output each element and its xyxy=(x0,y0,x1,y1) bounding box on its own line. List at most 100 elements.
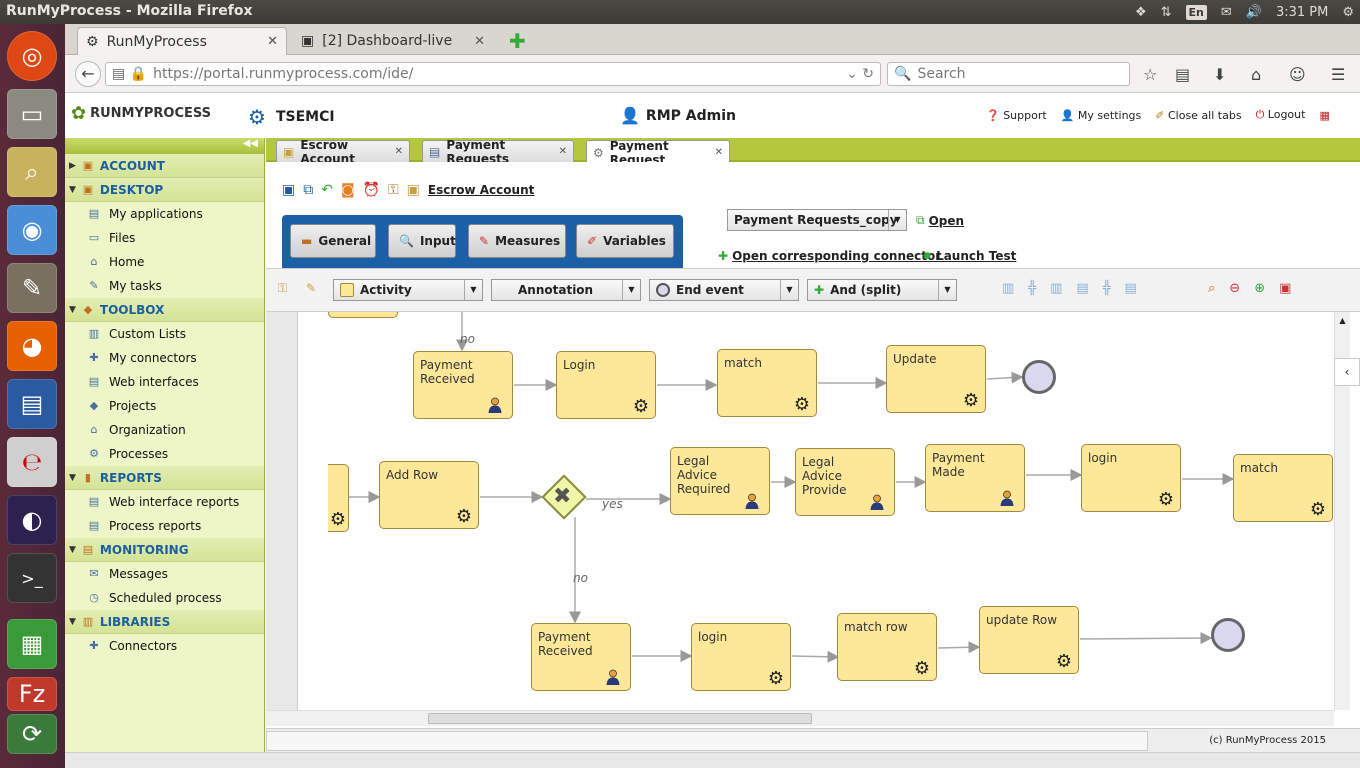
network-icon[interactable]: ⇅ xyxy=(1160,4,1172,20)
align-right-icon[interactable]: ▥ xyxy=(1050,281,1063,296)
activity-node[interactable]: match⚙ xyxy=(717,349,817,417)
close-icon[interactable]: ✕ xyxy=(267,34,278,49)
activity-node[interactable]: match row⚙ xyxy=(837,613,937,681)
image-viewer-icon[interactable]: ⌕ xyxy=(7,147,57,197)
back-icon[interactable]: ← xyxy=(75,61,101,87)
filezilla-icon[interactable]: Fz xyxy=(7,677,57,711)
activity-node-partial[interactable]: ⚙ xyxy=(328,464,349,532)
align-bottom-icon[interactable]: ▤ xyxy=(1124,281,1137,296)
my-settings-link[interactable]: 👤 My settings xyxy=(1060,108,1142,122)
annotation-select[interactable]: Annotation ▼ xyxy=(491,279,641,301)
sidebar-item-scheduled-process[interactable]: ◷Scheduled process xyxy=(65,586,264,610)
activity-node[interactable]: Payment Received xyxy=(413,351,513,419)
sidebar-item-messages[interactable]: ✉Messages xyxy=(65,562,264,586)
sidebar-section-libraries[interactable]: ▼▥LIBRARIES xyxy=(65,610,264,634)
tab-payment-request[interactable]: ⚙ Payment Request ✕ xyxy=(586,139,730,167)
logout-link[interactable]: ⏻ Logout xyxy=(1255,108,1306,121)
edit-icon[interactable]: ✎ xyxy=(306,281,317,295)
save-as-icon[interactable]: ⧉ xyxy=(303,182,314,198)
close-icon[interactable]: ✕ xyxy=(714,147,723,158)
sidebar-section-reports[interactable]: ▼▮REPORTS xyxy=(65,466,264,490)
firefox-icon[interactable]: ◕ xyxy=(7,321,57,371)
key-icon[interactable]: ⚿ xyxy=(388,182,399,198)
close-icon[interactable]: ✕ xyxy=(474,33,485,49)
end-event-select[interactable]: End event ▼ xyxy=(649,279,799,301)
gateway-select[interactable]: ✚ And (split) ▼ xyxy=(807,279,957,301)
chromium-icon[interactable]: ◉ xyxy=(7,205,57,255)
clock[interactable]: 3:31 PM xyxy=(1275,4,1329,20)
process-diagram-canvas[interactable]: ⚙ Payment Received Login⚙ match⚙ Update⚙ Add… xyxy=(266,312,1334,710)
activity-node[interactable]: update Row⚙ xyxy=(979,606,1079,674)
settings-gear-icon[interactable]: ⚙ xyxy=(1342,4,1354,20)
open-connector-link[interactable]: ✚ Open corresponding connector xyxy=(718,249,941,263)
align-center-icon[interactable]: ╬ xyxy=(1028,281,1037,296)
activity-node[interactable]: Payment Received xyxy=(531,623,631,691)
eclipse-icon[interactable]: ◐ xyxy=(7,495,57,545)
key-icon[interactable]: ⚿ xyxy=(278,281,288,295)
reload-icon[interactable]: ⌄ ↻ xyxy=(846,66,874,82)
horizontal-scrollbar[interactable] xyxy=(266,710,1334,726)
expanded-triangle-icon[interactable]: ▼ xyxy=(69,184,76,195)
activity-node[interactable]: login⚙ xyxy=(1081,444,1181,512)
calc-icon[interactable]: ▦ xyxy=(7,619,57,669)
download-icon[interactable]: ⬇ xyxy=(1213,65,1227,84)
align-middle-icon[interactable]: ╬ xyxy=(1102,281,1111,296)
volume-icon[interactable]: 🔊 xyxy=(1245,4,1262,20)
clock-icon[interactable]: ⏰ xyxy=(362,182,380,198)
dropbox-icon[interactable]: ❖ xyxy=(1134,4,1147,20)
home-icon[interactable]: ⌂ xyxy=(1251,65,1262,84)
sidebar-section-toolbox[interactable]: ▼◆TOOLBOX xyxy=(65,298,264,322)
align-top-icon[interactable]: ▤ xyxy=(1076,281,1089,296)
activity-node[interactable]: Add Row⚙ xyxy=(379,461,479,529)
save-icon[interactable]: ▣ xyxy=(282,182,296,198)
sidebar-item-process-reports[interactable]: ▤Process reports xyxy=(65,514,264,538)
files-icon[interactable]: ▭ xyxy=(7,89,57,139)
sidebar-item-my-tasks[interactable]: ✎My tasks xyxy=(65,274,264,298)
activity-node[interactable]: Legal Advice Provide xyxy=(795,448,895,516)
sidebar-item-projects[interactable]: ◆Projects xyxy=(65,394,264,418)
align-left-icon[interactable]: ▥ xyxy=(1002,281,1015,296)
activity-node[interactable]: Legal Advice Required xyxy=(670,447,770,515)
terminal-icon[interactable]: >_ xyxy=(7,553,57,603)
open-link[interactable]: ⧉ Open xyxy=(916,213,964,228)
flag-icon[interactable]: ▦ xyxy=(1319,108,1330,122)
launch-test-link[interactable]: ✹ Launch Test xyxy=(922,249,1016,263)
project-link[interactable]: Escrow Account xyxy=(427,183,535,197)
expanded-triangle-icon[interactable]: ▼ xyxy=(69,544,76,555)
sidebar-item-web-interfaces[interactable]: ▤Web interfaces xyxy=(65,370,264,394)
sidebar-item-custom-lists[interactable]: ▥Custom Lists xyxy=(65,322,264,346)
close-all-tabs-link[interactable]: ✐ Close all tabs xyxy=(1155,108,1242,122)
browser-horizontal-scrollbar[interactable] xyxy=(65,752,1360,768)
sidebar-item-files[interactable]: ▭Files xyxy=(65,226,264,250)
close-icon[interactable]: ✕ xyxy=(558,146,567,157)
sidebar-section-desktop[interactable]: ▼▣DESKTOP xyxy=(65,178,264,202)
search-input[interactable]: 🔍 Search xyxy=(887,62,1130,86)
collapse-sidebar-icon[interactable]: ◀◀ xyxy=(65,138,264,154)
end-event-node[interactable] xyxy=(1022,360,1056,394)
document-viewer-icon[interactable]: ℮ xyxy=(7,437,57,487)
sidebar-item-my-applications[interactable]: ▤My applications xyxy=(65,202,264,226)
measures-button[interactable]: ✎Measures xyxy=(468,224,566,258)
expanded-triangle-icon[interactable]: ▼ xyxy=(69,304,76,315)
variables-button[interactable]: ✐Variables xyxy=(576,224,674,258)
expanded-triangle-icon[interactable]: ▼ xyxy=(69,472,76,483)
zoom-out-icon[interactable]: ⊖ xyxy=(1229,281,1241,296)
version-select[interactable]: Payment Requests_copy ▼ xyxy=(727,209,907,231)
url-bar[interactable]: ▤ 🔒 https://portal.runmyprocess.com/ide/… xyxy=(105,62,881,86)
activity-select[interactable]: Activity ▼ xyxy=(333,279,483,301)
activity-node[interactable]: login⚙ xyxy=(691,623,791,691)
menu-icon[interactable]: ☰ xyxy=(1331,65,1346,84)
sidebar-section-monitoring[interactable]: ▼▤MONITORING xyxy=(65,538,264,562)
sidebar-item-connectors[interactable]: ✚Connectors xyxy=(65,634,264,658)
zoom-in-icon[interactable]: ⊕ xyxy=(1254,281,1266,296)
activity-node[interactable]: Update⚙ xyxy=(886,345,986,413)
new-tab-button[interactable]: ✚ xyxy=(509,29,526,53)
undo-icon[interactable]: ↶ xyxy=(321,182,333,198)
tab-escrow-account[interactable]: ▣ Escrow Account ✕ xyxy=(276,138,410,166)
activity-node[interactable]: Login⚙ xyxy=(556,351,656,419)
reading-list-icon[interactable]: ▤ xyxy=(1175,65,1191,84)
text-editor-icon[interactable]: ✎ xyxy=(7,263,57,313)
panel-expand-icon[interactable]: ‹ xyxy=(1334,358,1360,386)
end-event-node[interactable] xyxy=(1211,618,1245,652)
bookmark-star-icon[interactable]: ☆ xyxy=(1143,65,1158,84)
